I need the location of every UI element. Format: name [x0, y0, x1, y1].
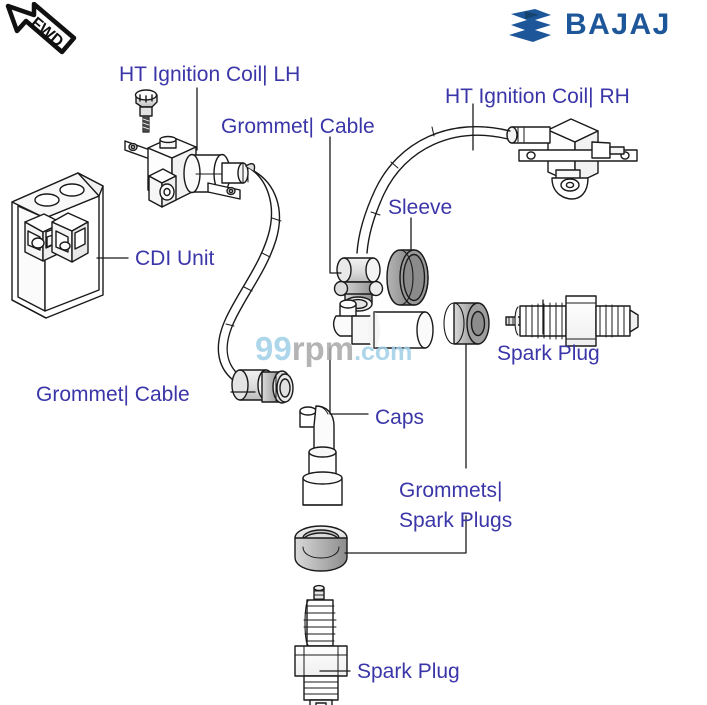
label-ht-ignition-coil-rh: HT Ignition Coil| RH [445, 85, 630, 108]
label-spark-plug-right: Spark Plug [497, 342, 600, 365]
label-spark-plug-bottom: Spark Plug [357, 660, 460, 683]
site-watermark: 99rpm.com [255, 330, 412, 368]
coil-mount-bolt [134, 89, 158, 133]
grommet-spark-plug-a [443, 302, 490, 345]
cdi-unit-body [11, 172, 104, 319]
label-sleeve: Sleeve [388, 196, 453, 219]
leader-lines [96, 87, 544, 672]
ht-coil-lh-body [124, 135, 249, 208]
bajaj-wordmark: BAJAJ [565, 8, 671, 41]
leader-grommet-cable-top [329, 136, 342, 274]
rh-coil-cable [356, 126, 511, 254]
sleeve-ring [386, 249, 429, 306]
bajaj-chevron-logo-icon [509, 9, 551, 42]
watermark-part-b: rpm [291, 330, 355, 367]
label-cdi-unit: CDI Unit [135, 247, 215, 270]
grommet-cable-b [231, 369, 294, 404]
spark-plug-vertical [294, 584, 348, 705]
cap-vertical [299, 405, 343, 506]
leader-caps [329, 347, 369, 415]
lh-coil-cable [217, 163, 282, 381]
label-ht-ignition-coil-lh: HT Ignition Coil| LH [119, 63, 301, 86]
label-caps: Caps [375, 406, 425, 429]
spark-plug-horizontal [505, 295, 639, 347]
cap-horizontal [332, 299, 434, 349]
grommet-spark-plug-b [294, 525, 348, 572]
label-grommets-spark-plugs-line1: Grommets| [399, 479, 503, 502]
watermark-part-a: 99 [255, 330, 292, 367]
label-grommet-cable-left: Grommet| Cable [36, 383, 190, 406]
label-grommet-cable-top: Grommet| Cable [221, 115, 375, 138]
leader-grommets-lower [344, 515, 467, 554]
ht-coil-rh-body [506, 118, 638, 200]
fwd-arrow-icon: FWD [4, 1, 80, 56]
watermark-part-c: .com [354, 338, 413, 366]
bajaj-logo: BAJAJ [505, 6, 701, 46]
label-grommets-spark-plugs-line2: Spark Plugs [399, 509, 513, 532]
